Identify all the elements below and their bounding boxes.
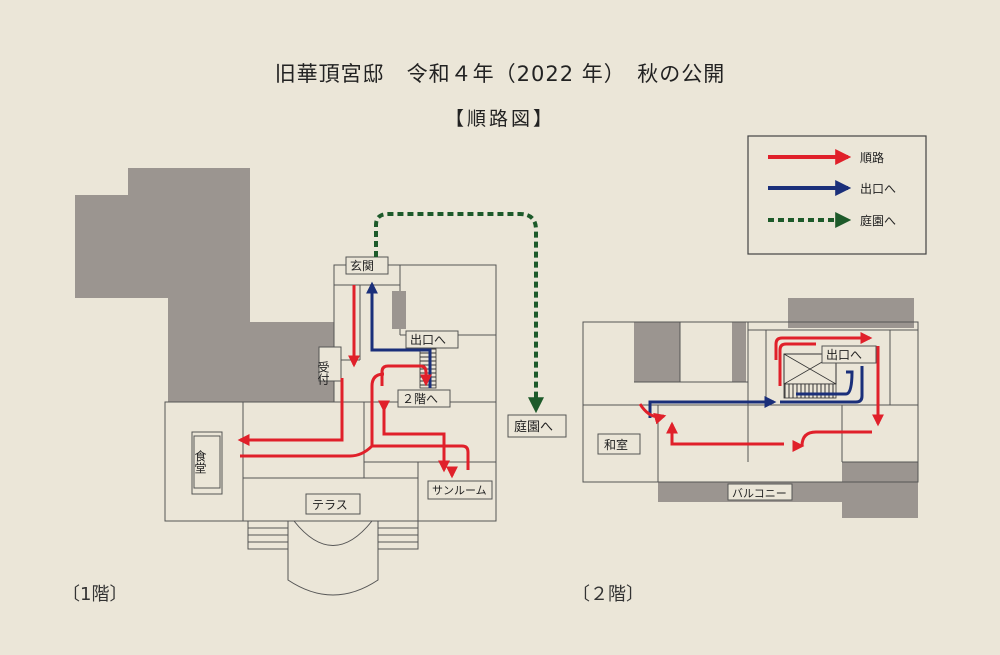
dining-label: 食堂 [193, 449, 207, 474]
route-1h [382, 405, 450, 473]
route-1c [240, 444, 374, 458]
route-1b [237, 378, 344, 446]
route-2d [796, 430, 872, 449]
upstairs-label: ２階へ [402, 391, 438, 406]
floor2-label: 〔２階〕 [572, 584, 644, 605]
garden-label: 庭園へ [514, 419, 553, 435]
terrace-label: テラス [312, 498, 348, 512]
route-2b [778, 342, 816, 386]
balcony-label: バルコニー [732, 487, 787, 500]
floor1-closed-area [75, 168, 334, 402]
page-title: 旧華頂宮邸 令和４年（2022 年） 秋の公開 [274, 62, 726, 86]
washitsu-label: 和室 [604, 437, 628, 452]
page-subtitle: 【順路図】 [444, 108, 555, 130]
route-floor2-exit-c [780, 366, 864, 404]
reception-label: 受付 [316, 361, 330, 386]
floor1-labels: 玄関 受付 出口へ ２階へ 食堂 テラス サンルーム 庭園へ [193, 256, 567, 515]
route-floor2-exit-b [796, 370, 854, 396]
floor1-exit-label: 出口へ [410, 333, 446, 347]
legend-box: 順路 出口へ 庭園へ [747, 135, 927, 255]
route-garden [374, 212, 544, 414]
route-floor1-exit [366, 281, 432, 388]
sunroom-label: サンルーム [432, 484, 487, 497]
route-1e [372, 444, 470, 470]
route-2f [638, 403, 667, 425]
legend-exit-label: 出口へ [860, 182, 896, 196]
route-floor2-exit-a [648, 396, 777, 418]
legend-route-label: 順路 [860, 150, 884, 165]
entrance-label: 玄関 [350, 258, 374, 273]
legend-garden-label: 庭園へ [860, 213, 896, 228]
floor1-routes [237, 212, 544, 479]
floor1-plan [75, 168, 497, 596]
floor1-label: 〔1階〕 [62, 584, 128, 605]
floor2-routes [638, 332, 884, 449]
route-2a [774, 332, 873, 360]
floor2-labels: 出口へ 和室 バルコニー [597, 345, 877, 501]
route-1i [380, 364, 432, 387]
floor2-exit-label: 出口へ [826, 348, 862, 362]
route-2e [666, 421, 784, 446]
